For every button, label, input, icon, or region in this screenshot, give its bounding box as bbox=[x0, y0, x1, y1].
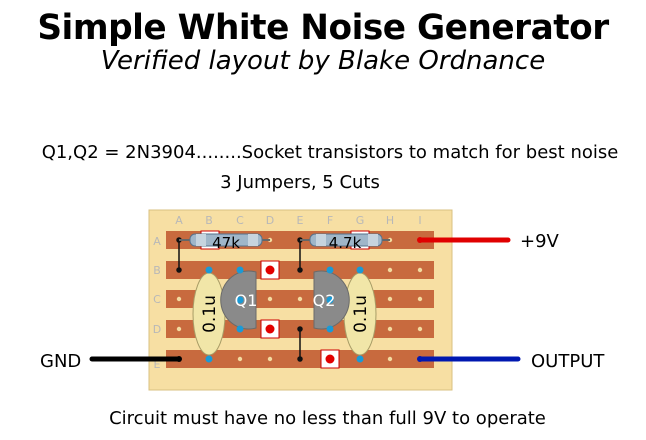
resistor-47k: 47k bbox=[179, 233, 270, 252]
row-label: A bbox=[153, 235, 161, 248]
strip-hole bbox=[237, 356, 243, 362]
page-title: Simple White Noise Generator bbox=[37, 8, 609, 48]
transistor-q2: Q2 bbox=[313, 266, 350, 333]
strip-hole bbox=[267, 296, 273, 302]
capacitor-label: 0.1u bbox=[200, 295, 220, 333]
transistor-label: Q1 bbox=[235, 291, 258, 310]
ground-wire: GND bbox=[40, 351, 182, 372]
strip-hole bbox=[297, 296, 303, 302]
strip-hole bbox=[176, 296, 182, 302]
capacitor-label: 0.1u bbox=[351, 295, 371, 333]
power-label: +9V bbox=[520, 231, 560, 252]
strip-hole bbox=[387, 267, 393, 273]
capacitor-left: 0.1u bbox=[192, 266, 226, 363]
row-label: E bbox=[154, 358, 161, 371]
strip-hole bbox=[417, 267, 423, 273]
resistor-label: 47k bbox=[212, 234, 240, 252]
jumpers-cuts-note: 3 Jumpers, 5 Cuts bbox=[220, 172, 380, 193]
row-label: B bbox=[153, 264, 161, 277]
transistor-q1: Q1 bbox=[220, 266, 258, 333]
column-label: G bbox=[356, 214, 365, 227]
column-label: F bbox=[327, 214, 333, 227]
strip-hole bbox=[417, 326, 423, 332]
column-label: C bbox=[236, 214, 244, 227]
page-subtitle: Verified layout by Blake Ordnance bbox=[100, 46, 546, 76]
resistor-label: 4.7k bbox=[329, 234, 362, 252]
strip-hole bbox=[417, 296, 423, 302]
column-label: I bbox=[418, 214, 421, 227]
strip-hole bbox=[176, 326, 182, 332]
ground-label: GND bbox=[40, 351, 81, 372]
capacitor-right: 0.1u bbox=[343, 266, 377, 363]
column-label: E bbox=[297, 214, 304, 227]
footer-note: Circuit must have no less than full 9V t… bbox=[109, 408, 546, 429]
power-wire: +9V bbox=[417, 231, 560, 252]
strip-hole bbox=[387, 326, 393, 332]
column-label: H bbox=[386, 214, 394, 227]
strip-hole bbox=[387, 356, 393, 362]
resistor-4-7k: 4.7k bbox=[300, 233, 390, 252]
strip-hole bbox=[387, 296, 393, 302]
strip-hole bbox=[267, 356, 273, 362]
column-label: A bbox=[175, 214, 183, 227]
output-wire: OUTPUT bbox=[417, 351, 605, 372]
row-label: D bbox=[153, 323, 161, 336]
output-label: OUTPUT bbox=[531, 351, 605, 372]
row-label: C bbox=[153, 293, 161, 306]
column-label: D bbox=[266, 214, 274, 227]
column-label: B bbox=[205, 214, 213, 227]
transistor-label: Q2 bbox=[313, 291, 336, 310]
transistor-note: Q1,Q2 = 2N3904........Socket transistors… bbox=[41, 142, 619, 163]
